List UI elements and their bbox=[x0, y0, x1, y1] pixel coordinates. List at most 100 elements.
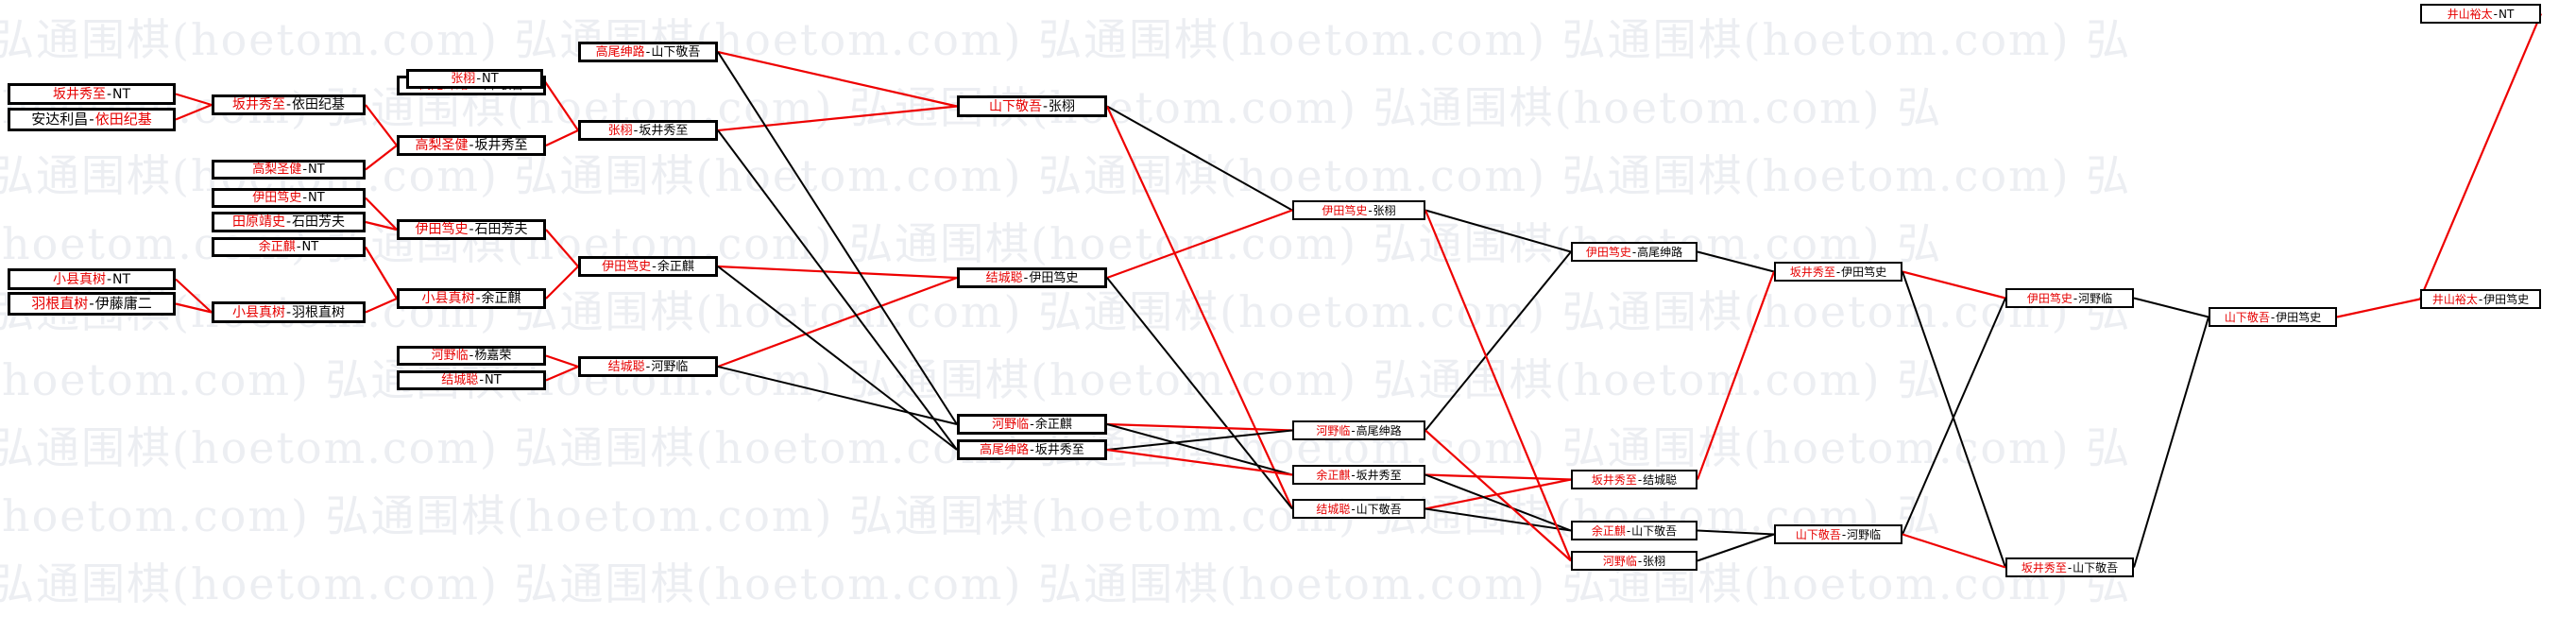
match-separator: - bbox=[285, 97, 292, 112]
player-loser: 石田芳夫 bbox=[474, 222, 528, 237]
player-loser: 山下敬吾 bbox=[1631, 523, 1678, 538]
bracket-node[interactable]: 余正麒-山下敬吾 bbox=[1571, 521, 1697, 540]
bracket-node[interactable]: 井山裕太-NT bbox=[2420, 4, 2541, 24]
player-winner: 结城聪 bbox=[607, 359, 645, 374]
player-winner: 结城聪 bbox=[1316, 502, 1351, 516]
bracket-node[interactable]: 伊田笃史-余正麒 bbox=[578, 256, 718, 277]
player-loser: 张栩 bbox=[1049, 98, 1076, 114]
bracket-node[interactable]: 田原靖史-石田芳夫 bbox=[212, 212, 366, 232]
bracket-node[interactable]: 坂井秀至-伊田笃史 bbox=[1774, 262, 1902, 282]
bracket-node[interactable]: 山下敬吾-河野临 bbox=[1774, 524, 1902, 544]
bracket-node[interactable]: 伊田笃史-张栩 bbox=[1292, 200, 1425, 220]
player-winner: 伊田笃史 bbox=[1585, 245, 1631, 259]
match-separator: - bbox=[285, 214, 292, 230]
player-loser: 伊田笃史 bbox=[2483, 292, 2530, 306]
match-separator: - bbox=[645, 359, 651, 374]
player-loser: 结城聪 bbox=[1643, 472, 1678, 487]
player-winner: 张栩 bbox=[451, 72, 476, 86]
match-separator: - bbox=[1042, 98, 1049, 114]
player-loser: 坂井秀至 bbox=[639, 123, 689, 138]
bracket-node[interactable]: 河野临-余正麒 bbox=[957, 414, 1107, 435]
match-separator: - bbox=[1637, 472, 1643, 487]
player-winner: 山下敬吾 bbox=[2224, 310, 2270, 324]
bracket-node[interactable]: 小县真树-NT bbox=[8, 268, 176, 290]
bracket-node[interactable]: 结城聪-伊田笃史 bbox=[957, 267, 1107, 288]
bracket-node[interactable]: 张栩-NT bbox=[406, 69, 543, 89]
match-separator: - bbox=[1637, 554, 1643, 568]
bracket-node[interactable]: 羽根直树-伊藤庸二 bbox=[8, 292, 176, 316]
player-winner: 坂井秀至 bbox=[1789, 265, 1835, 279]
match-separator: - bbox=[469, 349, 474, 363]
bracket-node[interactable]: 河野临-高尾绅路 bbox=[1292, 420, 1425, 440]
bracket-node[interactable]: 高尾绅路-坂井秀至 bbox=[957, 439, 1107, 460]
match-separator: - bbox=[1023, 270, 1029, 285]
player-winner: 小县真树 bbox=[421, 291, 475, 306]
player-winner: 余正麒 bbox=[258, 240, 296, 254]
player-winner: 高尾绅路 bbox=[595, 44, 645, 60]
match-separator: - bbox=[89, 111, 94, 128]
match-separator: - bbox=[633, 123, 639, 138]
player-loser: 坂井秀至 bbox=[474, 138, 528, 153]
bracket-node[interactable]: 伊田笃史-NT bbox=[212, 188, 366, 208]
player-winner: 河野临 bbox=[992, 417, 1030, 432]
bracket-node[interactable]: 山下敬吾-张栩 bbox=[957, 95, 1107, 117]
match-separator: - bbox=[1841, 527, 1847, 541]
player-loser: 张栩 bbox=[1373, 203, 1396, 217]
bracket-node[interactable]: 结城聪-山下敬吾 bbox=[1292, 499, 1425, 519]
match-separator: - bbox=[89, 295, 94, 312]
player-winner: 羽根直树 bbox=[31, 295, 89, 312]
bracket-node[interactable]: 小县真树-余正麒 bbox=[397, 288, 546, 309]
bracket-node[interactable]: 结城聪-NT bbox=[397, 370, 546, 390]
bracket-node[interactable]: 坂井秀至-NT bbox=[8, 83, 176, 105]
bracket-node[interactable]: 井山裕太-伊田笃史 bbox=[2420, 289, 2541, 309]
bracket-node[interactable]: 坂井秀至-结城聪 bbox=[1571, 470, 1697, 489]
match-separator: - bbox=[296, 240, 301, 254]
match-separator: - bbox=[2270, 310, 2276, 324]
bracket-node[interactable]: 张栩-坂井秀至 bbox=[578, 120, 718, 141]
bracket-node[interactable]: 坂井秀至-依田纪基 bbox=[212, 94, 366, 115]
bracket-node[interactable]: 高尾绅路-山下敬吾 bbox=[578, 42, 718, 62]
bracket-node[interactable]: 结城聪-河野临 bbox=[578, 356, 718, 377]
player-loser: 山下敬吾 bbox=[2073, 560, 2119, 574]
bracket-node[interactable]: 河野临-杨嘉荣 bbox=[397, 346, 546, 366]
bracket-node[interactable]: 河野临-张栩 bbox=[1571, 551, 1697, 571]
player-loser: 余正麒 bbox=[1034, 417, 1072, 432]
player-loser: 河野临 bbox=[2078, 291, 2113, 305]
bracket-node[interactable]: 安达利昌-依田纪基 bbox=[8, 108, 176, 131]
match-separator: - bbox=[1368, 203, 1373, 217]
match-separator: - bbox=[106, 271, 112, 287]
bracket-node[interactable]: 伊田笃史-石田芳夫 bbox=[397, 219, 546, 240]
match-separator: - bbox=[106, 86, 112, 102]
player-loser: 余正麒 bbox=[657, 259, 694, 274]
player-winner: 伊田笃史 bbox=[2026, 291, 2073, 305]
player-winner: 坂井秀至 bbox=[1591, 472, 1637, 487]
player-winner: 余正麒 bbox=[1316, 468, 1351, 482]
player-loser: NT bbox=[112, 271, 131, 287]
bracket-node[interactable]: 伊田笃史-高尾绅路 bbox=[1571, 242, 1697, 262]
bracket-node[interactable]: 余正麒-坂井秀至 bbox=[1292, 465, 1425, 485]
player-loser: 高尾绅路 bbox=[1637, 245, 1683, 259]
bracket-node[interactable]: 伊田笃史-河野临 bbox=[2005, 288, 2134, 308]
player-winner: 田原靖史 bbox=[231, 214, 285, 230]
bracket-node[interactable]: 山下敬吾-伊田笃史 bbox=[2209, 307, 2337, 327]
player-loser: 伊藤庸二 bbox=[94, 295, 152, 312]
player-loser: 石田芳夫 bbox=[292, 214, 346, 230]
match-separator: - bbox=[285, 304, 292, 320]
player-winner: 高梨圣健 bbox=[252, 163, 302, 177]
player-winner: 伊田笃史 bbox=[602, 259, 652, 274]
bracket-node[interactable]: 高梨圣健-坂井秀至 bbox=[397, 135, 546, 156]
match-separator: - bbox=[1351, 502, 1356, 516]
player-loser: 坂井秀至 bbox=[1034, 442, 1084, 457]
bracket-node[interactable]: 坂井秀至-山下敬吾 bbox=[2005, 557, 2134, 577]
match-separator: - bbox=[475, 291, 481, 306]
player-loser: NT bbox=[482, 72, 499, 86]
player-winner: 山下敬吾 bbox=[988, 98, 1042, 114]
player-winner: 河野临 bbox=[1316, 423, 1351, 437]
player-winner: 小县真树 bbox=[52, 271, 106, 287]
match-separator: - bbox=[1030, 417, 1034, 432]
bracket-node[interactable]: 小县真树-羽根直树 bbox=[212, 301, 366, 323]
match-separator: - bbox=[1835, 265, 1841, 279]
bracket-node[interactable]: 高梨圣健-NT bbox=[212, 160, 366, 180]
bracket-node[interactable]: 余正麒-NT bbox=[212, 237, 366, 257]
player-loser: 河野临 bbox=[651, 359, 689, 374]
